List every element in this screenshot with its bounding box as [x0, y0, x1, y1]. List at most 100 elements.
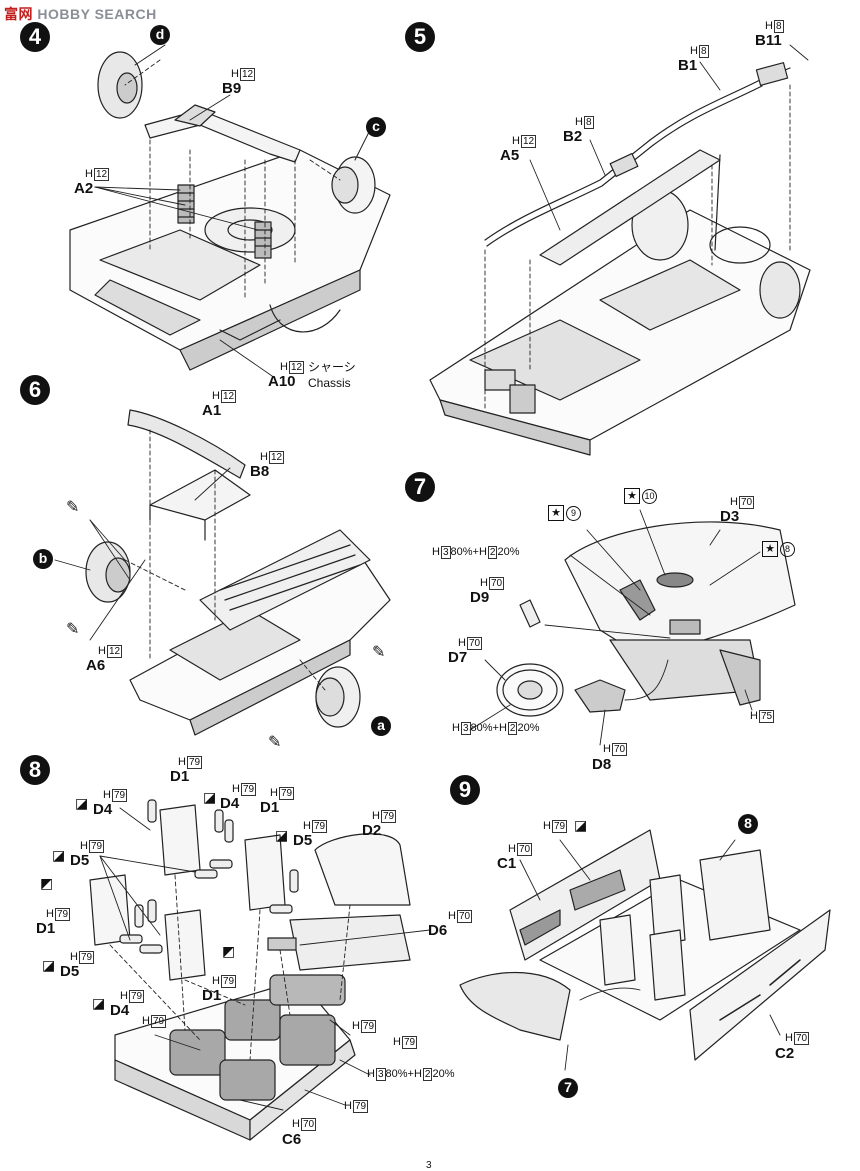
part-d4-bottom: D4	[110, 1002, 130, 1019]
part-d3: D3	[720, 508, 740, 525]
decal-flag-icon: ◩	[40, 875, 54, 891]
part-b9: B9	[222, 80, 242, 97]
part-c6: C6	[282, 1131, 302, 1148]
part-d9: D9	[470, 589, 490, 606]
part-d8: D8	[592, 756, 612, 773]
part-b8: B8	[250, 463, 270, 480]
step9-drawing	[459, 829, 831, 1071]
chassis-jp-label: シャーシ	[308, 360, 356, 374]
step-8-marker: 8	[20, 755, 50, 785]
star-icon: ★	[762, 541, 778, 557]
decal-check-icon: ◪	[92, 995, 106, 1011]
step-4-marker: 4	[20, 22, 50, 52]
star-icon: ★	[624, 488, 640, 504]
decal-check-icon: ◪	[75, 795, 89, 811]
page-number: 3	[426, 1160, 432, 1171]
sub-marker-b: b	[33, 549, 53, 569]
part-a5: A5	[500, 147, 520, 164]
sub-marker-c: c	[366, 117, 386, 137]
watermark-logo: 富网 HOBBY SEARCH	[4, 6, 157, 22]
step7-drawing	[469, 509, 796, 746]
part-d7: D7	[448, 649, 468, 666]
step6-drawing	[54, 409, 391, 736]
part-a1: A1	[202, 402, 222, 419]
part-b2: B2	[563, 128, 583, 145]
part-a2: A2	[74, 180, 94, 197]
ref-step-7-marker: 7	[558, 1078, 578, 1098]
sub-marker-d: d	[150, 25, 170, 45]
part-d5-bottom: D5	[60, 963, 80, 980]
part-d6: D6	[428, 922, 448, 939]
glue-icon: ✎	[66, 499, 80, 516]
decal-check-icon: ◪	[203, 789, 217, 805]
part-d1-left: D1	[36, 920, 56, 937]
part-d4-mid: D4	[220, 795, 240, 812]
part-a10: A10	[268, 373, 296, 390]
decal-check-icon: ◪	[52, 847, 66, 863]
decal-marker-10: ★10	[624, 488, 657, 504]
decal-check-icon: ◪	[275, 827, 289, 843]
part-c1: C1	[497, 855, 517, 872]
ref-step-8-marker: 8	[738, 814, 758, 834]
decal-check-icon: ◪	[42, 957, 56, 973]
step-9-marker: 9	[450, 775, 480, 805]
part-b1: B1	[678, 57, 698, 74]
part-c2: C2	[775, 1045, 795, 1062]
step-5-marker: 5	[405, 22, 435, 52]
step5-drawing	[429, 44, 811, 456]
glue-icon: ✎	[372, 644, 386, 661]
chassis-en-label: Chassis	[308, 376, 351, 390]
decal-flag-icon: ◩	[222, 943, 236, 959]
step4-drawing	[69, 44, 391, 379]
glue-icon: ✎	[66, 621, 80, 638]
star-icon: ★	[548, 505, 564, 521]
part-d4-left: D4	[93, 801, 113, 818]
decal-check-icon: ◪	[574, 817, 588, 833]
part-d1-right: D1	[260, 799, 280, 816]
part-a6: A6	[86, 657, 106, 674]
step8-drawing	[89, 799, 431, 1141]
part-d5-right: D5	[293, 832, 313, 849]
sub-marker-a: a	[371, 716, 391, 736]
decal-marker-9: ★9	[548, 505, 581, 521]
part-d5-left: D5	[70, 852, 90, 869]
step-6-marker: 6	[20, 375, 50, 405]
part-d1-bottom: D1	[202, 987, 222, 1004]
